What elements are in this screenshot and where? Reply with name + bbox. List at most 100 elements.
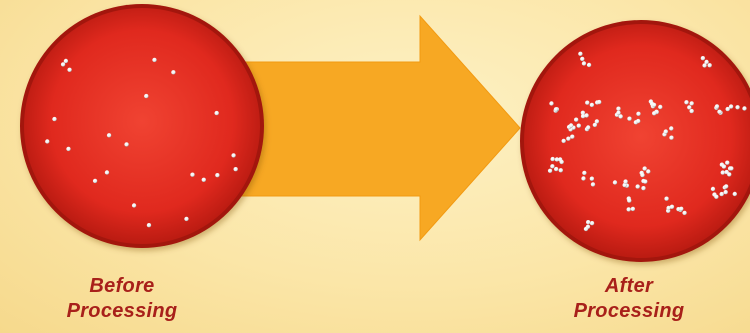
bacterial-colony	[725, 160, 730, 165]
caption-after-line1: After	[604, 275, 654, 297]
bacterial-colony	[550, 164, 555, 169]
bacterial-colony	[627, 198, 632, 203]
bacterial-colony	[636, 111, 641, 117]
bacterial-colony	[630, 206, 636, 212]
bacterial-colony	[704, 59, 709, 65]
caption-after-line2: Processing	[573, 300, 685, 322]
bacterial-colony	[626, 207, 631, 212]
bacterial-colony	[635, 184, 640, 189]
bacterial-colony	[636, 118, 641, 124]
bacterial-colony	[622, 182, 627, 188]
bacterial-colony	[63, 58, 69, 64]
bacterial-colony	[67, 67, 72, 73]
bacterial-colony	[723, 190, 728, 195]
bacterial-colony	[592, 122, 598, 128]
bacterial-colony	[714, 104, 720, 109]
bacterial-colony	[727, 172, 732, 177]
bacterial-colony	[553, 107, 559, 112]
bacterial-colony	[612, 180, 618, 185]
bacterial-colony	[642, 166, 647, 171]
bacterial-colony	[184, 216, 189, 222]
bacterial-colony	[45, 139, 50, 144]
bacterial-colony	[215, 173, 220, 178]
bacterial-colony	[554, 157, 560, 162]
bacterial-colony	[585, 100, 590, 105]
bacterial-colony	[651, 102, 657, 108]
bacterial-colony	[66, 146, 71, 152]
bacterial-colony	[724, 184, 729, 189]
bacterial-colony	[580, 114, 586, 119]
bacterial-colony	[570, 134, 575, 139]
bacterial-colony	[627, 116, 632, 121]
colonies-before	[45, 57, 238, 228]
bacterial-colony	[687, 105, 692, 110]
bacterial-colony	[719, 191, 724, 197]
bacterial-colony	[554, 166, 559, 172]
bacterial-colony	[616, 106, 621, 111]
bacterial-colony	[576, 123, 581, 128]
bacterial-colony	[581, 176, 586, 181]
bacterial-colony	[144, 93, 149, 99]
petri-dish-after	[520, 20, 750, 262]
bacterial-colony	[616, 110, 621, 116]
bacterial-colony	[664, 196, 669, 201]
bacterial-colony	[700, 56, 706, 61]
bacterial-colony	[742, 106, 747, 111]
bacterial-colony	[124, 142, 129, 147]
bacterial-colony	[92, 178, 98, 184]
bacterial-colony	[594, 119, 600, 124]
bacterial-colony	[684, 100, 689, 105]
bacterial-colony	[559, 159, 564, 165]
bacterial-colony	[586, 125, 591, 130]
bacterial-colony	[643, 179, 648, 184]
bacterial-colony	[589, 221, 595, 226]
bacterial-colony	[646, 169, 651, 174]
bacterial-colony	[589, 102, 595, 108]
bacterial-colony	[721, 164, 727, 169]
bacterial-colony	[720, 170, 725, 175]
bacterial-colony	[652, 111, 657, 116]
bacterial-colony	[732, 191, 737, 197]
bacterial-colony	[663, 129, 668, 134]
bacterial-colony	[550, 156, 555, 162]
bacterial-colony	[640, 172, 645, 178]
bacterial-colony	[568, 123, 574, 128]
bacterial-colony	[580, 110, 586, 116]
caption-before-processing: Before Processing	[22, 274, 222, 324]
bacterial-colony	[669, 126, 674, 131]
bacterial-colony	[131, 203, 137, 208]
bacterial-colony	[586, 220, 591, 225]
bacterial-colony	[52, 116, 57, 122]
bacterial-colony	[623, 179, 628, 184]
bacterial-colony	[682, 210, 687, 216]
bacterial-colony	[581, 61, 587, 66]
bacterial-colony	[666, 205, 671, 211]
bacterial-colony	[728, 104, 734, 109]
bacterial-colony	[582, 170, 587, 176]
bacterial-colony	[710, 186, 716, 192]
bacterial-colony	[566, 136, 571, 141]
bacterial-colony	[584, 113, 589, 118]
bacterial-colony	[597, 99, 602, 105]
caption-after-processing: After Processing	[529, 274, 729, 324]
bacterial-colony	[578, 51, 583, 56]
bacterial-colony	[104, 170, 110, 175]
petri-dish-before	[20, 4, 264, 248]
bacterial-colony	[729, 166, 734, 171]
bacterial-colony	[590, 182, 596, 187]
bacterial-colony	[231, 153, 236, 158]
bacterial-colony	[214, 110, 219, 116]
bacterial-colony	[717, 109, 722, 115]
bacterial-colony	[689, 101, 694, 106]
bacterial-colony	[233, 167, 238, 172]
bacterial-colony	[669, 135, 674, 140]
bacterial-colony	[171, 70, 176, 75]
bacterial-colony	[561, 138, 566, 144]
bacterial-colony	[146, 223, 152, 228]
bacterial-colony	[574, 117, 579, 122]
bacterial-colony	[152, 57, 157, 63]
bacterial-colony	[589, 176, 595, 181]
bacterial-colony	[547, 168, 553, 173]
bacterial-colony	[641, 186, 646, 191]
